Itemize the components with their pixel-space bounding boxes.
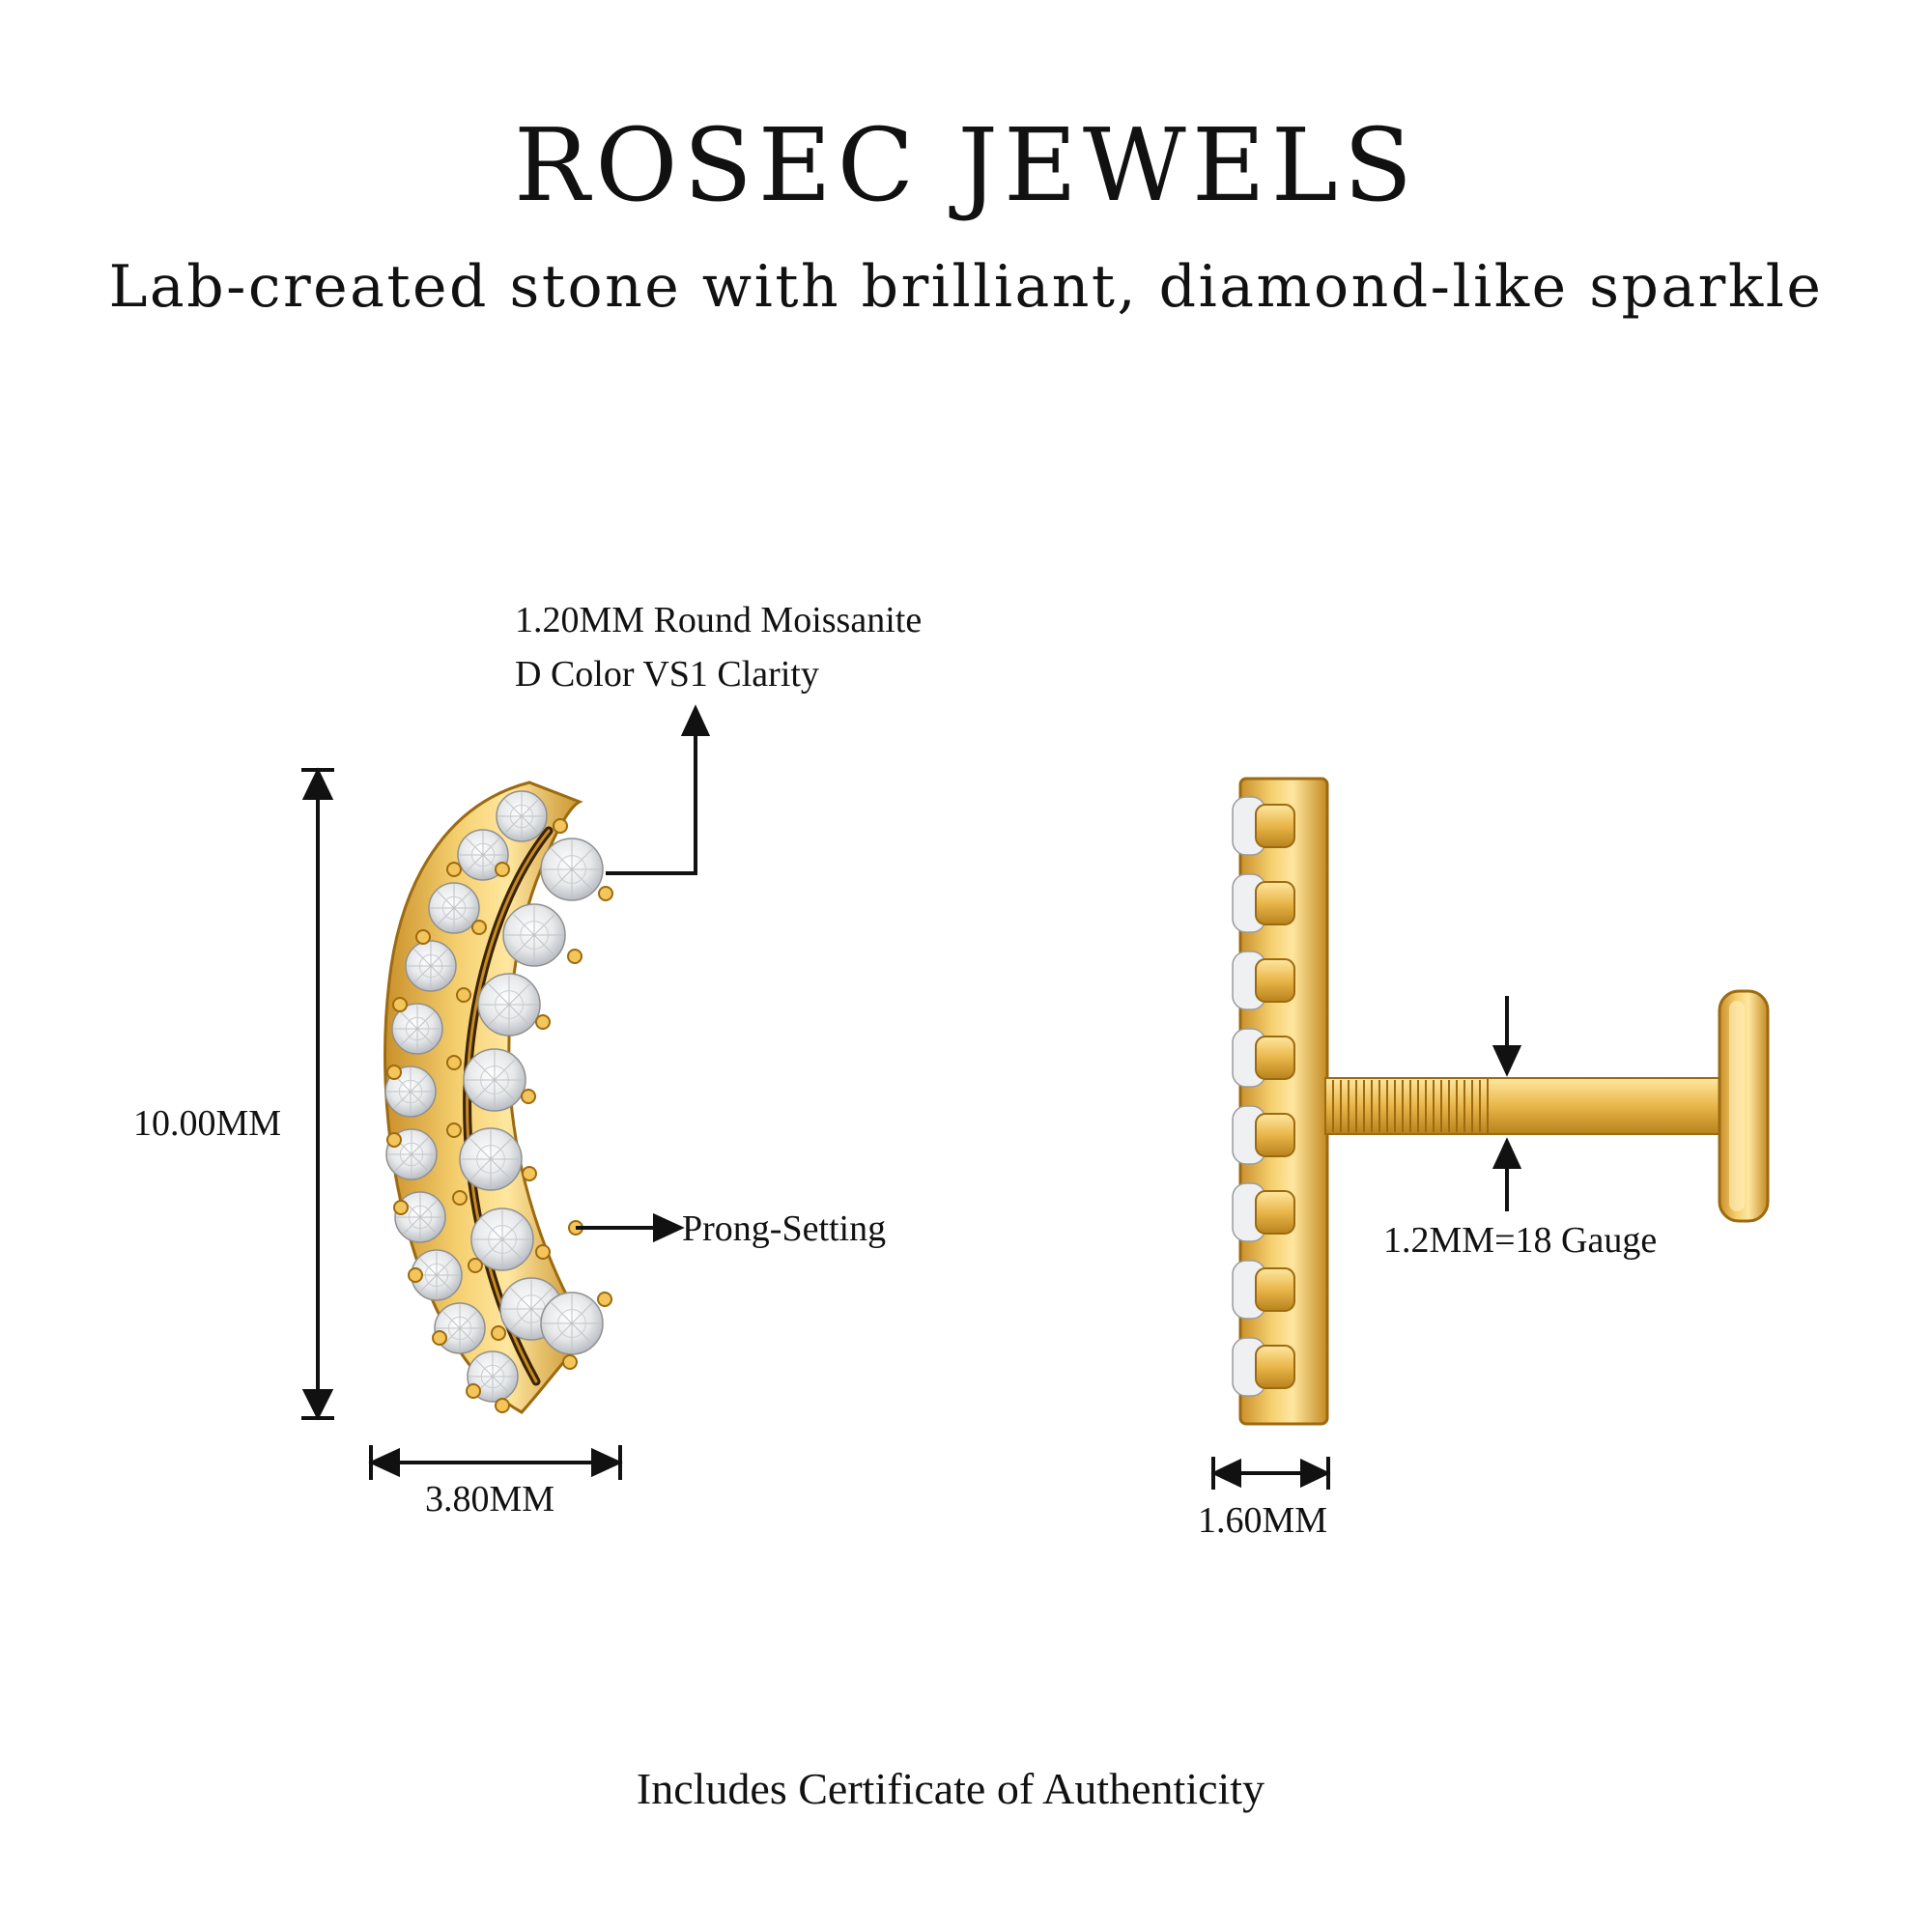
moissanite-stone (463, 1048, 526, 1112)
moissanite-stone (496, 790, 548, 842)
prong-setting-label: Prong-Setting (682, 1208, 887, 1249)
prong (452, 1190, 468, 1206)
moissanite-stone (477, 973, 541, 1037)
prong (408, 1267, 423, 1283)
gauge-label: 1.2MM=18 Gauge (1383, 1220, 1658, 1261)
threaded-post (1324, 1077, 1489, 1135)
brand-subtitle: Lab-created stone with brilliant, diamon… (108, 253, 1824, 321)
moissanite-stone (470, 1208, 534, 1271)
prong (386, 1132, 402, 1148)
prong (446, 1055, 462, 1070)
moissanite-stone (411, 1249, 463, 1301)
certificate-note: Includes Certificate of Authenticity (636, 1764, 1265, 1813)
stone-callout-arrow (606, 704, 711, 875)
depth-dimension (1210, 1457, 1331, 1490)
prong (535, 1014, 551, 1030)
prong (553, 818, 568, 834)
side-prong-group (1232, 796, 1295, 1397)
prong (386, 1065, 402, 1080)
side-view-earring (1232, 777, 1770, 1426)
side-prong (1255, 1036, 1295, 1080)
prong (495, 1398, 510, 1413)
prong (446, 862, 462, 877)
prong (495, 862, 510, 877)
moissanite-stone (394, 1191, 446, 1243)
side-prong (1255, 881, 1295, 925)
prong (446, 1122, 462, 1138)
side-prong (1255, 958, 1295, 1003)
brand-title: ROSEC JEWELS (513, 106, 1419, 224)
prong (392, 997, 408, 1012)
prong (491, 1325, 506, 1341)
prong (432, 1330, 447, 1346)
width-dimension (368, 1445, 623, 1480)
moissanite-stone (434, 1302, 486, 1354)
height-label: 10.00MM (133, 1103, 282, 1144)
side-prong (1255, 1345, 1295, 1389)
moissanite-stone (384, 1065, 437, 1118)
width-label: 3.80MM (425, 1479, 555, 1520)
prong (562, 1354, 578, 1370)
moissanite-stone (502, 903, 566, 967)
prong (597, 1292, 612, 1307)
prong (456, 987, 471, 1003)
gauge-dimension (1492, 996, 1522, 1211)
prong (521, 1089, 536, 1104)
prong (522, 1166, 537, 1181)
prong (598, 886, 613, 901)
front-view-earring (384, 781, 613, 1414)
prong (468, 1258, 483, 1273)
side-prong (1255, 1190, 1295, 1235)
side-prong (1255, 1113, 1295, 1157)
prong (415, 929, 431, 945)
prong (535, 1244, 551, 1260)
stone-group (384, 790, 613, 1413)
moissanite-stone (540, 1292, 604, 1355)
stone-spec-line2: D Color VS1 Clarity (515, 654, 819, 695)
prong (466, 1383, 481, 1399)
side-prong (1255, 1267, 1295, 1312)
moissanite-stone (459, 1127, 523, 1191)
prong (567, 949, 582, 964)
moissanite-stone (540, 838, 604, 901)
moissanite-stone (405, 940, 457, 992)
prong-callout-arrow (576, 1212, 685, 1243)
thread-lines (1332, 1080, 1481, 1132)
moissanite-stone (391, 1003, 443, 1055)
prong (393, 1200, 409, 1215)
prong (471, 920, 487, 935)
side-prong (1255, 804, 1295, 848)
depth-label: 1.60MM (1198, 1500, 1328, 1541)
moissanite-stone (428, 882, 480, 934)
height-dimension (301, 767, 334, 1421)
smooth-shaft (1487, 1077, 1725, 1135)
stone-spec-line1: 1.20MM Round Moissanite (515, 600, 923, 640)
